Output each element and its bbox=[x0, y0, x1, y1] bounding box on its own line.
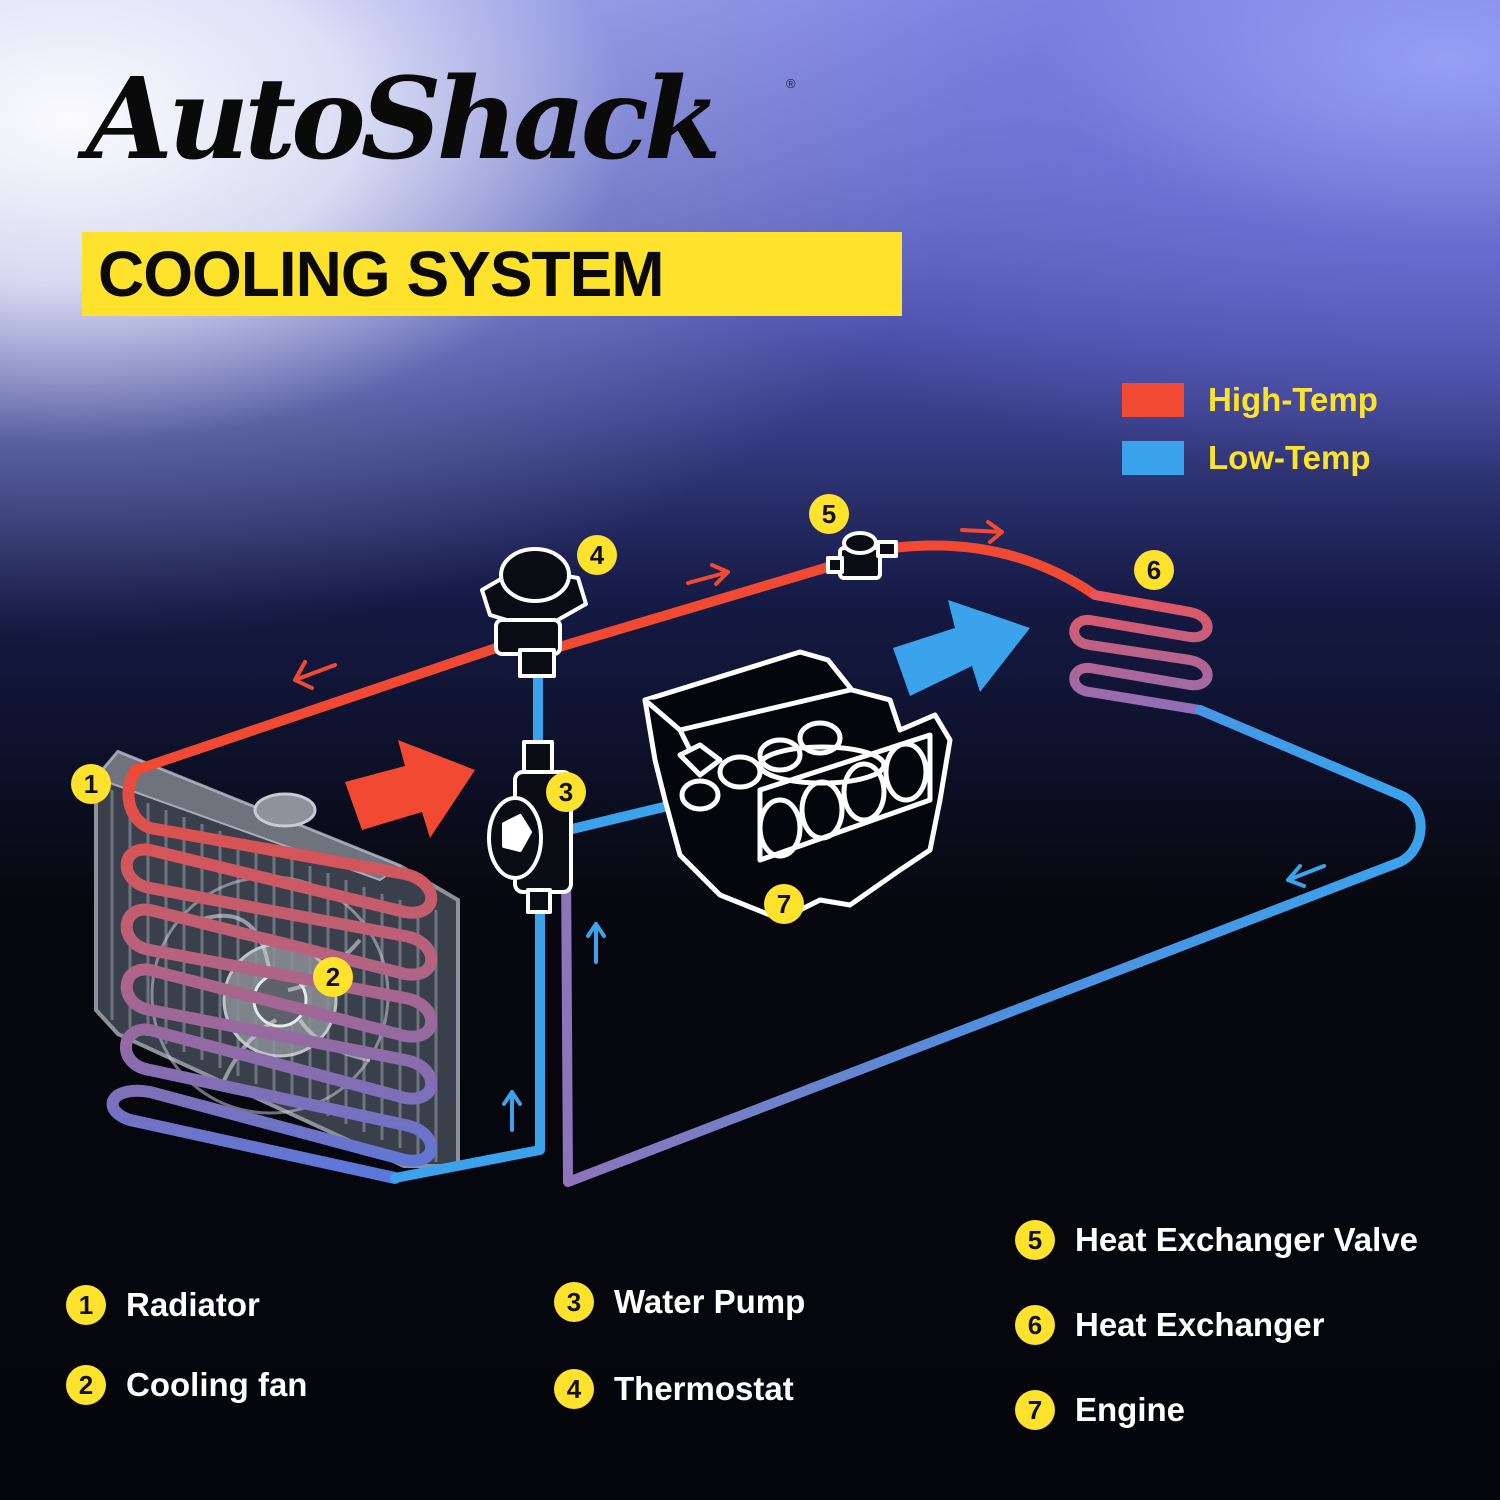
airflow-arrow-hot bbox=[345, 740, 475, 838]
key-label: Water Pump bbox=[614, 1283, 806, 1320]
key-item-heat-exchanger: 6 Heat Exchanger bbox=[1015, 1305, 1324, 1345]
key-label: Cooling fan bbox=[126, 1366, 308, 1403]
key-item-thermostat: 4 Thermostat bbox=[554, 1369, 794, 1409]
radiator-coil bbox=[106, 764, 438, 1184]
key-item-water-pump: 3 Water Pump bbox=[554, 1282, 805, 1322]
callout-3: 3 bbox=[546, 772, 586, 812]
key-item-engine: 7 Engine bbox=[1015, 1390, 1185, 1430]
high-temp-line-to-heat-exchanger bbox=[888, 540, 1100, 600]
high-temp-line-to-radiator bbox=[131, 640, 510, 775]
key-badge: 6 bbox=[1015, 1305, 1055, 1345]
legend-label-low-temp: Low-Temp bbox=[1208, 439, 1371, 476]
key-badge: 7 bbox=[1015, 1390, 1055, 1430]
page-title: COOLING SYSTEM bbox=[98, 238, 665, 310]
key-item-radiator: 1 Radiator bbox=[66, 1285, 260, 1325]
engine-icon bbox=[642, 649, 953, 918]
airflow-arrow-cold bbox=[893, 600, 1030, 696]
low-temp-line-to-engine bbox=[563, 801, 673, 835]
key-label: Heat Exchanger Valve bbox=[1075, 1221, 1419, 1258]
legend-item-low-temp: Low-Temp bbox=[1122, 438, 1378, 478]
radiator-cap-icon bbox=[253, 792, 317, 828]
thermostat-icon bbox=[480, 547, 588, 678]
brand-logo: AutoShack bbox=[86, 54, 721, 185]
legend-swatch-high-temp bbox=[1122, 383, 1184, 417]
key-badge: 2 bbox=[66, 1365, 106, 1405]
legend-swatch-low-temp bbox=[1122, 441, 1184, 475]
key-label: Thermostat bbox=[614, 1370, 794, 1407]
key-label: Radiator bbox=[126, 1286, 260, 1323]
heat-exchanger-coil bbox=[1069, 590, 1213, 715]
callout-5: 5 bbox=[809, 494, 849, 534]
callout-2: 2 bbox=[313, 957, 353, 997]
key-item-cooling-fan: 2 Cooling fan bbox=[66, 1365, 307, 1405]
registered-mark: ® bbox=[786, 76, 796, 91]
flow-arrows-cold bbox=[502, 864, 1326, 1132]
key-badge: 3 bbox=[554, 1282, 594, 1322]
low-temp-return-line bbox=[561, 705, 1426, 1187]
key-label: Heat Exchanger bbox=[1075, 1306, 1325, 1343]
key-badge: 4 bbox=[554, 1369, 594, 1409]
flow-arrows-hot bbox=[293, 520, 1004, 690]
high-temp-line-to-valve bbox=[551, 560, 840, 653]
key-label: Engine bbox=[1075, 1391, 1186, 1428]
key-badge: 5 bbox=[1015, 1220, 1055, 1260]
low-temp-line-to-water-pump bbox=[390, 895, 545, 1183]
callout-6: 6 bbox=[1134, 550, 1174, 590]
callout-7: 7 bbox=[764, 884, 804, 924]
title-banner: COOLING SYSTEM bbox=[82, 232, 902, 316]
legend-item-high-temp: High-Temp bbox=[1122, 380, 1378, 420]
key-item-heat-exchanger-valve: 5 Heat Exchanger Valve bbox=[1015, 1220, 1418, 1260]
callout-4: 4 bbox=[577, 535, 617, 575]
legend-label-high-temp: High-Temp bbox=[1208, 381, 1378, 418]
heat-exchanger-valve-icon bbox=[826, 531, 898, 580]
water-pump-icon bbox=[487, 740, 573, 914]
callout-1: 1 bbox=[71, 764, 111, 804]
legend: High-Temp Low-Temp bbox=[1122, 380, 1378, 496]
key-badge: 1 bbox=[66, 1285, 106, 1325]
